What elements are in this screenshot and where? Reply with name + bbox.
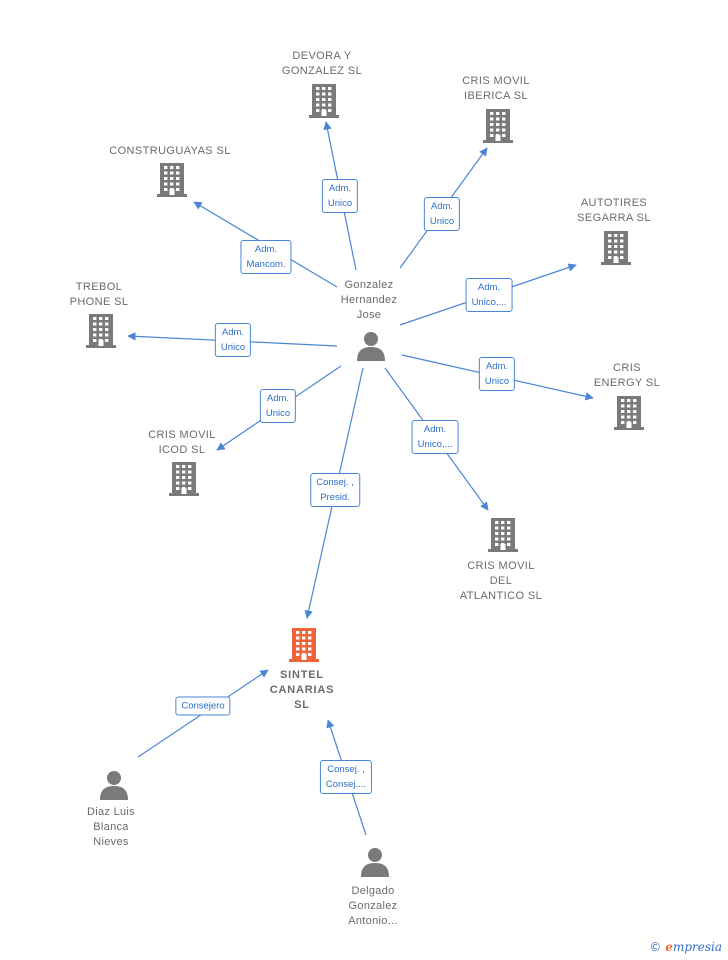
node-label-crisicod[interactable]: CRIS MOVIL ICOD SL: [148, 428, 216, 458]
edge-label-line: Adm.: [485, 361, 509, 372]
node-label-line: Gonzalez: [344, 279, 394, 291]
edge-label-gonzalez-construguayas[interactable]: Adm. Mancom.: [240, 240, 292, 274]
edge-label-line: Adm.: [254, 244, 278, 255]
edge-label-line: Unico: [429, 216, 455, 227]
copyright-icon: ©: [649, 940, 662, 954]
edge-label-gonzalez-crisatlantico[interactable]: Adm. Unico,...: [411, 420, 459, 454]
node-label-line: SINTEL: [280, 669, 324, 681]
edge-label-gonzalez-crisiberica[interactable]: Adm. Unico: [423, 197, 461, 231]
edge-label-line: Adm.: [430, 201, 454, 212]
person-icon[interactable]: [360, 847, 390, 882]
node-label-line: CANARIAS: [269, 684, 335, 696]
node-label-line: PHONE SL: [69, 296, 129, 308]
edge-label-line: Presid.: [320, 492, 350, 503]
node-label-trebol[interactable]: TREBOL PHONE SL: [70, 280, 129, 310]
node-label-line: SEGARRA SL: [577, 212, 651, 224]
node-label-line: ENERGY SL: [593, 377, 661, 389]
node-label-line: GONZALEZ SL: [281, 65, 363, 77]
edge-label-line: Consej. ,: [316, 477, 354, 488]
edge-label-line: Adm.: [423, 424, 447, 435]
node-label-line: CRIS: [613, 362, 641, 374]
node-label-line: DEL: [489, 575, 513, 587]
node-label-line: Nieves: [93, 836, 129, 848]
edge-label-line: Unico,...: [417, 439, 453, 450]
node-label-line: CRIS MOVIL: [462, 75, 530, 87]
edge-label-gonzalez-devora[interactable]: Adm. Unico: [321, 179, 359, 213]
edge-label-gonzalez-trebol[interactable]: Adm. Unico: [214, 323, 252, 357]
brand-initial: e: [665, 940, 673, 954]
empresia-brand[interactable]: ©empresia: [649, 940, 722, 954]
node-label-sintel[interactable]: SINTEL CANARIAS SL: [270, 668, 334, 713]
edge-label-line: Consej. ,: [327, 764, 365, 775]
node-label-line: CONSTRUGUAYAS SL: [109, 145, 231, 157]
brand-name: mpresia: [672, 940, 722, 954]
edge-label-line: Adm.: [477, 282, 501, 293]
node-label-line: CRIS MOVIL: [148, 429, 216, 441]
node-label-line: Hernandez: [340, 294, 398, 306]
node-label-line: TREBOL: [75, 281, 123, 293]
node-label-construguayas[interactable]: CONSTRUGUAYAS SL: [109, 144, 231, 159]
building-icon[interactable]: [614, 396, 644, 435]
node-label-line: Delgado: [351, 885, 395, 897]
node-label-line: Diaz Luis: [87, 806, 135, 818]
edge-label-line: Unico: [327, 198, 353, 209]
building-icon[interactable]: [289, 628, 319, 667]
edge-label-line: Mancom.: [246, 259, 286, 270]
edge-label-line: Adm.: [328, 183, 352, 194]
edge-label-line: Adm.: [266, 393, 290, 404]
building-icon[interactable]: [86, 314, 116, 353]
edge-label-gonzalez-autotires[interactable]: Adm. Unico,...: [465, 278, 513, 312]
building-icon[interactable]: [157, 163, 187, 202]
edge-label-diaz-sintel[interactable]: Consejero: [175, 696, 231, 716]
node-label-line: DEVORA Y: [292, 50, 352, 62]
edge-label-line: Unico: [484, 376, 510, 387]
edge-label-delgado-sintel[interactable]: Consej. , Consej....: [319, 760, 373, 794]
edge-label-gonzalez-sintel[interactable]: Consej. , Presid.: [310, 473, 360, 507]
person-icon[interactable]: [99, 770, 129, 805]
building-icon[interactable]: [601, 231, 631, 270]
node-label-crisenergy[interactable]: CRIS ENERGY SL: [594, 361, 660, 391]
node-label-line: AUTOTIRES: [580, 197, 648, 209]
building-icon[interactable]: [483, 109, 513, 148]
node-label-line: Antonio...: [348, 915, 398, 927]
node-label-line: SL: [294, 699, 310, 711]
node-label-line: Gonzalez: [348, 900, 398, 912]
edge-label-gonzalez-crisicod[interactable]: Adm. Unico: [259, 389, 297, 423]
building-icon[interactable]: [309, 84, 339, 123]
node-label-devora[interactable]: DEVORA Y GONZALEZ SL: [282, 49, 362, 79]
edge-label-gonzalez-crisenergy[interactable]: Adm. Unico: [478, 357, 516, 391]
node-label-line: CRIS MOVIL: [467, 560, 535, 572]
person-icon[interactable]: [356, 331, 386, 366]
edge-label-line: Unico: [265, 408, 291, 419]
edge-label-line: Unico: [220, 342, 246, 353]
node-label-crisatlantico[interactable]: CRIS MOVIL DEL ATLANTICO SL: [460, 559, 542, 604]
node-label-line: Jose: [356, 309, 382, 321]
edge-label-line: Consejero: [181, 700, 225, 712]
node-label-line: IBERICA SL: [464, 90, 528, 102]
building-icon[interactable]: [488, 518, 518, 557]
node-label-crisiberica[interactable]: CRIS MOVIL IBERICA SL: [462, 74, 530, 104]
building-icon[interactable]: [169, 462, 199, 501]
edge-label-line: Consej....: [325, 779, 367, 790]
node-label-autotires[interactable]: AUTOTIRES SEGARRA SL: [577, 196, 651, 226]
node-label-line: Blanca: [93, 821, 129, 833]
edge-label-line: Unico,...: [471, 297, 507, 308]
node-label-line: ICOD SL: [158, 444, 206, 456]
node-label-line: ATLANTICO SL: [459, 590, 543, 602]
edge-label-line: Adm.: [221, 327, 245, 338]
